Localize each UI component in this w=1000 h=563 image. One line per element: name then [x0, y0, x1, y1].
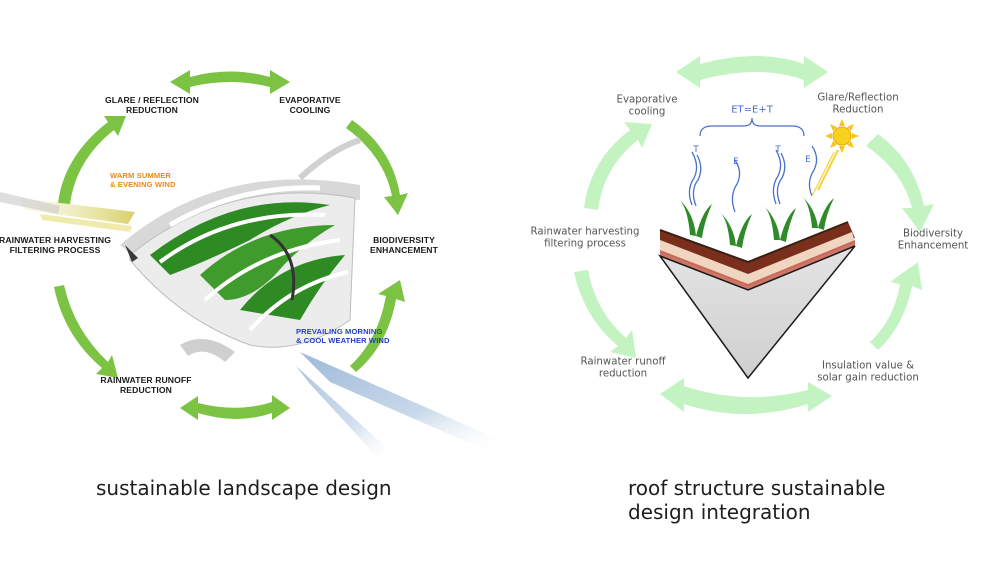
arrow-upper-left — [58, 116, 126, 204]
left-caption: sustainable landscape design — [96, 476, 392, 500]
landscape-massing — [120, 137, 361, 362]
arrow-upper-right — [346, 120, 408, 215]
et-brace — [699, 117, 805, 137]
arrow-r-bottom — [660, 378, 832, 414]
left-label-evaporative: EVAPORATIVE COOLING — [279, 95, 341, 115]
left-label-cool-wind: PREVAILING MORNING & COOL WEATHER WIND — [296, 327, 390, 345]
arrow-r-lower-left — [574, 270, 636, 358]
left-label-biodiversity: BIODIVERSITY ENHANCEMENT — [370, 235, 438, 255]
right-label-runoff: Rainwater runoff reduction — [580, 356, 666, 379]
right-label-rainwater-harvesting: Rainwater harvesting filtering process — [530, 226, 640, 249]
right-label-glare: Glare/Reflection Reduction — [817, 92, 899, 115]
sun-icon — [811, 119, 859, 197]
left-label-warm-wind: WARM SUMMER & EVENING WIND — [110, 171, 176, 189]
arrow-bottom — [180, 395, 290, 420]
right-label-insulation: Insulation value & solar gain reduction — [817, 360, 919, 383]
right-label-biodiversity: Biodiversity Enhancement — [897, 228, 969, 251]
vegetation — [680, 196, 834, 248]
right-cycle-arrows — [574, 56, 934, 414]
arrow-r-top — [676, 56, 828, 88]
right-label-evaporative: Evaporative cooling — [616, 94, 678, 117]
arrow-r-upper-left — [584, 122, 652, 210]
et-marker: E — [733, 157, 739, 167]
arrow-lower-left — [54, 285, 118, 378]
roof-structure — [657, 221, 856, 380]
arrow-lower-right — [350, 280, 405, 372]
warm-wind-stream — [0, 192, 135, 232]
et-marker: E — [805, 155, 811, 165]
cool-wind-stream — [296, 352, 500, 460]
arrow-r-lower-right — [870, 262, 922, 350]
left-label-runoff: RAINWATER RUNOFF REDUCTION — [100, 375, 192, 395]
left-label-glare: GLARE / REFLECTION REDUCTION — [105, 95, 199, 115]
arrow-top — [170, 70, 290, 94]
evapotranspiration-streams — [688, 145, 818, 213]
et-formula: ET=E+T — [731, 104, 773, 116]
arrow-r-upper-right — [866, 134, 934, 232]
left-label-rainwater-harvesting: RAINWATER HARVESTING FILTERING PROCESS — [0, 235, 111, 255]
et-marker: T — [775, 145, 781, 155]
left-cycle-arrows — [54, 70, 408, 420]
et-marker: T — [693, 145, 699, 155]
right-caption: roof structure sustainable design integr… — [628, 476, 886, 524]
